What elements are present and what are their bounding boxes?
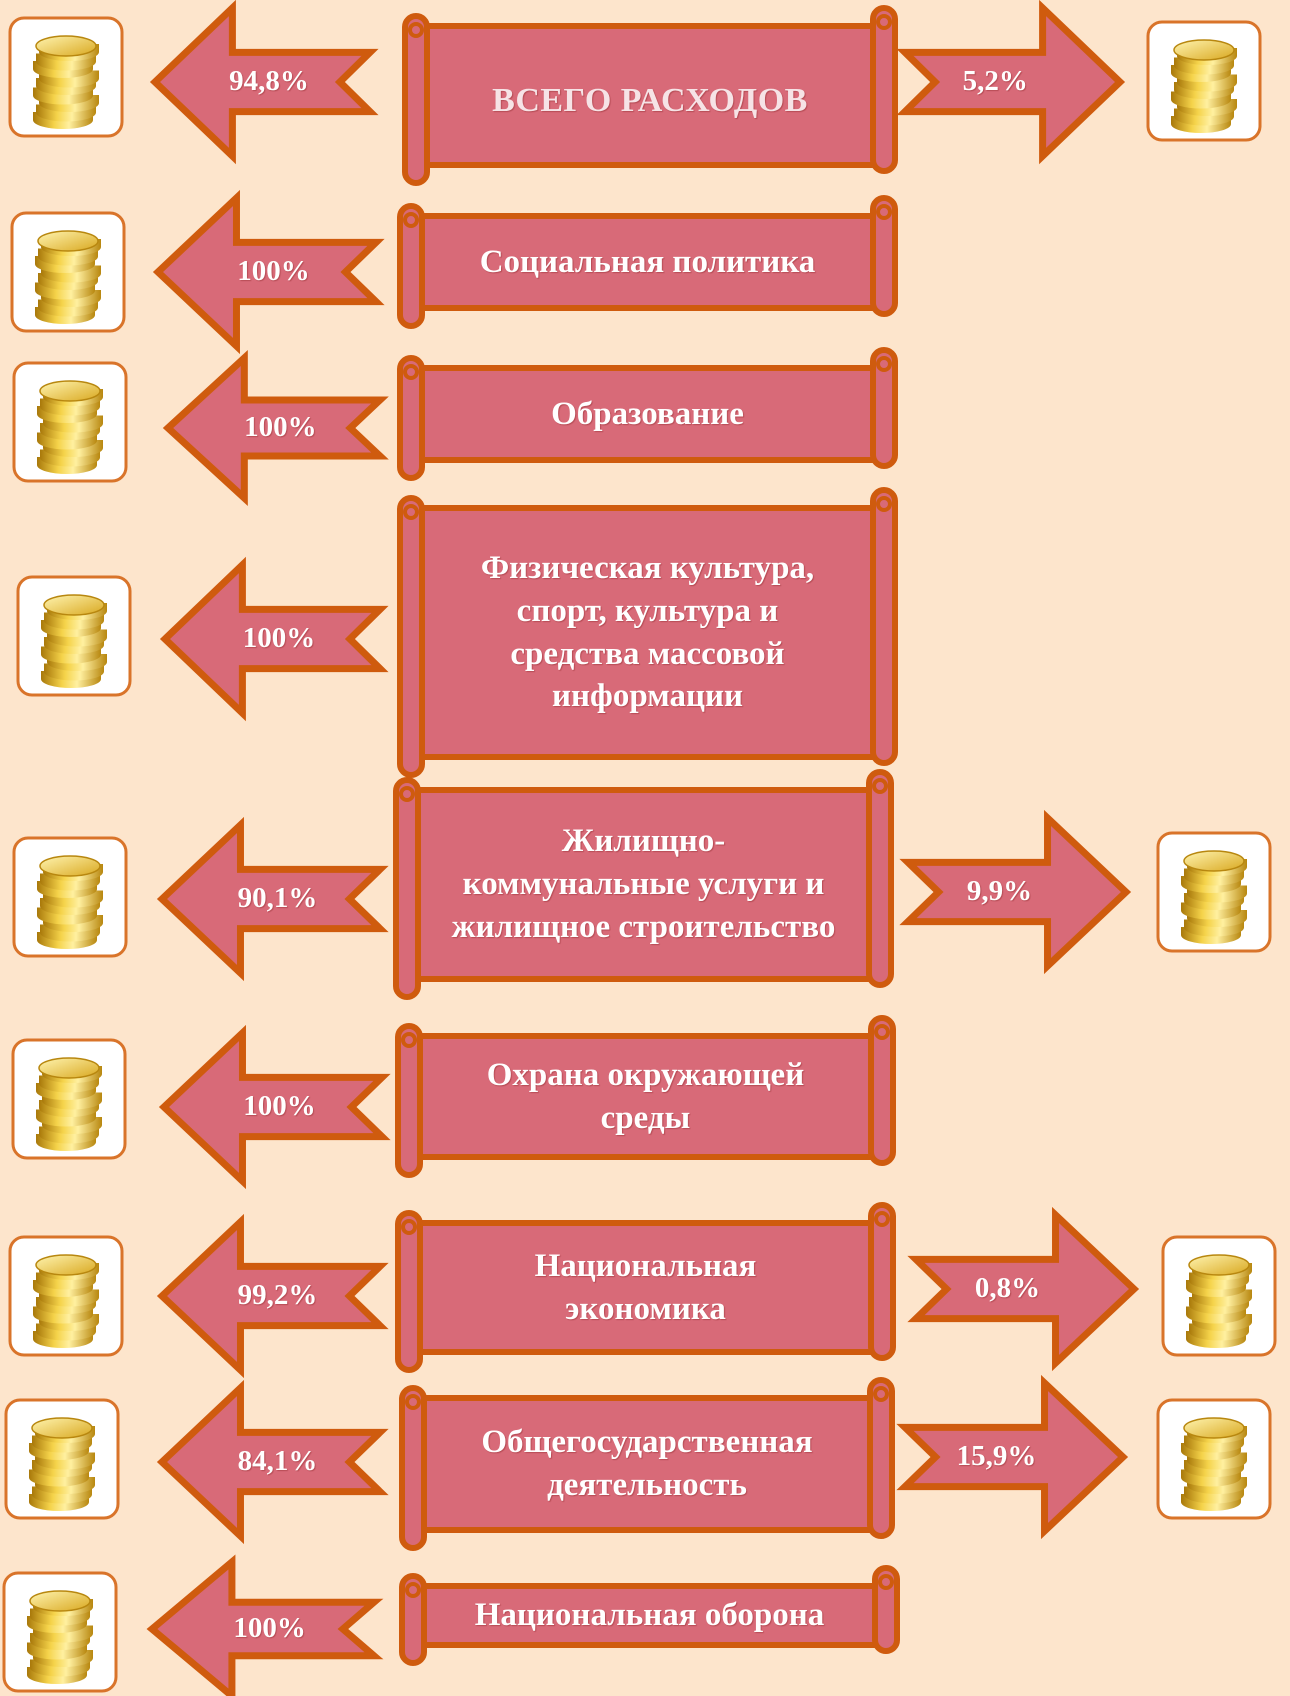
banner-label-sport-culture-media: Физическая культура, спорт, культура и с… [480,549,815,715]
right-arrow-housing-utilities [899,809,1132,975]
left-percent-national-economy: 99,2% [237,1279,318,1312]
banner-sport-culture-media [397,487,898,778]
banner-national-defense [399,1565,900,1666]
left-percent-environment: 100% [243,1090,316,1123]
left-arrow-environment [158,1024,391,1190]
left-percent-social-policy: 100% [237,255,310,288]
banner-social-policy [397,195,898,329]
left-percent-education: 100% [244,411,317,444]
left-arrow-national-economy [156,1213,389,1379]
coin-stack-icon [4,1398,120,1520]
coin-stack-icon [1156,1398,1272,1520]
banner-label-national-defense: Национальная оборона [474,1597,825,1634]
right-arrow-national-economy [907,1206,1140,1372]
banner-environment [395,1015,896,1178]
right-percent-total: 5,2% [962,65,1028,98]
coin-stack-icon [1146,20,1262,142]
coin-stack-icon [12,836,128,958]
banner-national-economy [395,1202,896,1373]
right-percent-general-state: 15,9% [956,1440,1037,1473]
banner-total [402,5,898,186]
coin-stack-icon [8,1235,124,1357]
banner-housing-utilities [393,769,894,1000]
left-percent-total: 94,8% [229,65,309,98]
banner-label-housing-utilities: Жилищно- коммунальные услуги и жилищное … [451,823,836,945]
left-arrow-education [162,350,389,506]
left-arrow-housing-utilities [156,816,389,982]
right-percent-housing-utilities: 9,9% [966,875,1033,908]
coin-stack-icon [1161,1235,1277,1357]
left-arrow-national-defense [146,1554,384,1696]
coin-stack-icon [10,211,126,333]
left-arrow-social-policy [152,189,385,355]
banner-label-social-policy: Социальная политика [479,243,816,280]
banner-general-state [399,1377,895,1551]
coin-stack-icon [2,1571,118,1693]
left-percent-general-state: 84,1% [237,1445,318,1478]
left-arrow-general-state [156,1379,389,1545]
banner-label-general-state: Общегосударственная деятельность [481,1424,813,1503]
coin-stack-icon [11,1038,127,1160]
left-percent-national-defense: 100% [233,1612,306,1645]
coin-stack-icon [1156,831,1272,953]
right-arrow-general-state [896,1374,1129,1540]
right-arrow-total [896,0,1126,165]
left-percent-housing-utilities: 90,1% [237,882,318,915]
banner-label-education: Образование [551,395,744,432]
coin-stack-icon [12,361,128,483]
banner-label-environment: Охрана окружающей среды [486,1056,805,1136]
left-arrow-total [149,0,379,165]
coin-stack-icon [16,575,132,697]
right-percent-national-economy: 0,8% [974,1272,1041,1305]
banner-education [397,347,898,481]
left-arrow-sport-culture-media [159,556,389,722]
coin-stack-icon [8,16,124,138]
banner-label-national-economy: Национальная экономика [534,1247,757,1327]
left-percent-sport-culture-media: 100% [242,622,316,655]
banner-label-total: ВСЕГО РАСХОДОВ [492,81,808,119]
